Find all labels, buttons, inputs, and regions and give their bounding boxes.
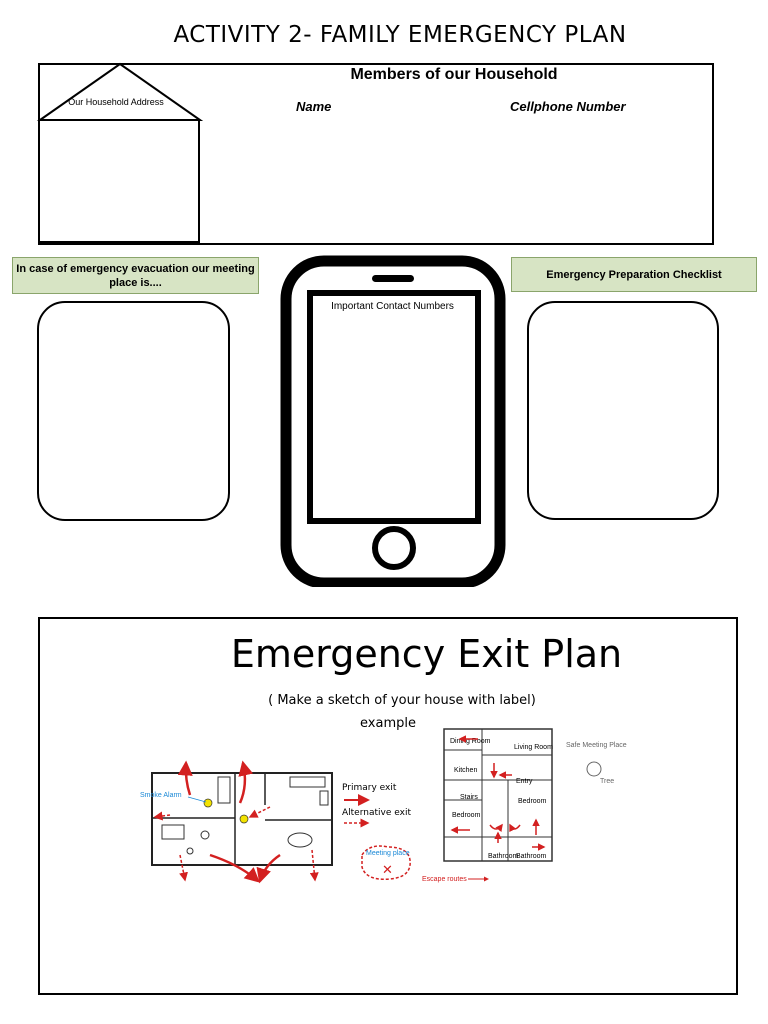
living-room-label: Living Room [514, 744, 553, 751]
meeting-place-label: In case of emergency evacuation our meet… [12, 257, 259, 294]
exit-plan-box [38, 617, 738, 995]
primary-exit-label: Primary exit [342, 783, 397, 793]
checklist-box [527, 301, 719, 520]
stairs-label: Stairs [460, 794, 478, 801]
smoke-alarm-label: Smoke Alarm [140, 792, 182, 799]
household-address-label: Our Household Address [68, 97, 164, 107]
meeting-place-x-icon: ✕ [382, 863, 393, 878]
cellphone-column-header: Cellphone Number [510, 99, 626, 114]
bedroom-right-label: Bedroom [518, 798, 547, 805]
tree-label: Tree [600, 778, 614, 785]
kitchen-label: Kitchen [454, 767, 477, 774]
escape-routes-label: Escape routes [422, 876, 467, 883]
exit-plan-title: Emergency Exit Plan [230, 632, 623, 676]
meeting-place-box [37, 301, 230, 521]
page-title: ACTIVITY 2- FAMILY EMERGENCY PLAN [173, 22, 627, 48]
phone-icon [280, 255, 506, 587]
house-outline [36, 62, 204, 243]
entry-label: Entry [516, 778, 533, 785]
members-heading: Members of our Household [350, 66, 558, 83]
meeting-place-marker-label: Meeting place [366, 850, 410, 857]
alternative-exit-label: Alternative exit [342, 808, 411, 818]
exit-plan-example-label: example [360, 716, 416, 731]
dining-room-label: Dining Room [450, 738, 491, 745]
safe-meeting-place-label: Safe Meeting Place [566, 742, 627, 749]
floor-plan-sketch-2: Dining Room Living Room Kitchen Entry St… [422, 728, 627, 883]
bathroom-right-label: Bathroom [516, 853, 547, 860]
bathroom-left-label: Bathroom [488, 853, 519, 860]
name-column-header: Name [296, 99, 332, 114]
bedroom-left-label: Bedroom [452, 812, 481, 819]
exit-plan-subtitle: ( Make a sketch of your house with label… [268, 693, 536, 708]
contact-numbers-label: Important Contact Numbers [331, 301, 454, 312]
checklist-label: Emergency Preparation Checklist [511, 257, 757, 292]
floor-plan-sketch-1: Smoke Alarm Primary exit Alternative exi… [140, 760, 411, 884]
